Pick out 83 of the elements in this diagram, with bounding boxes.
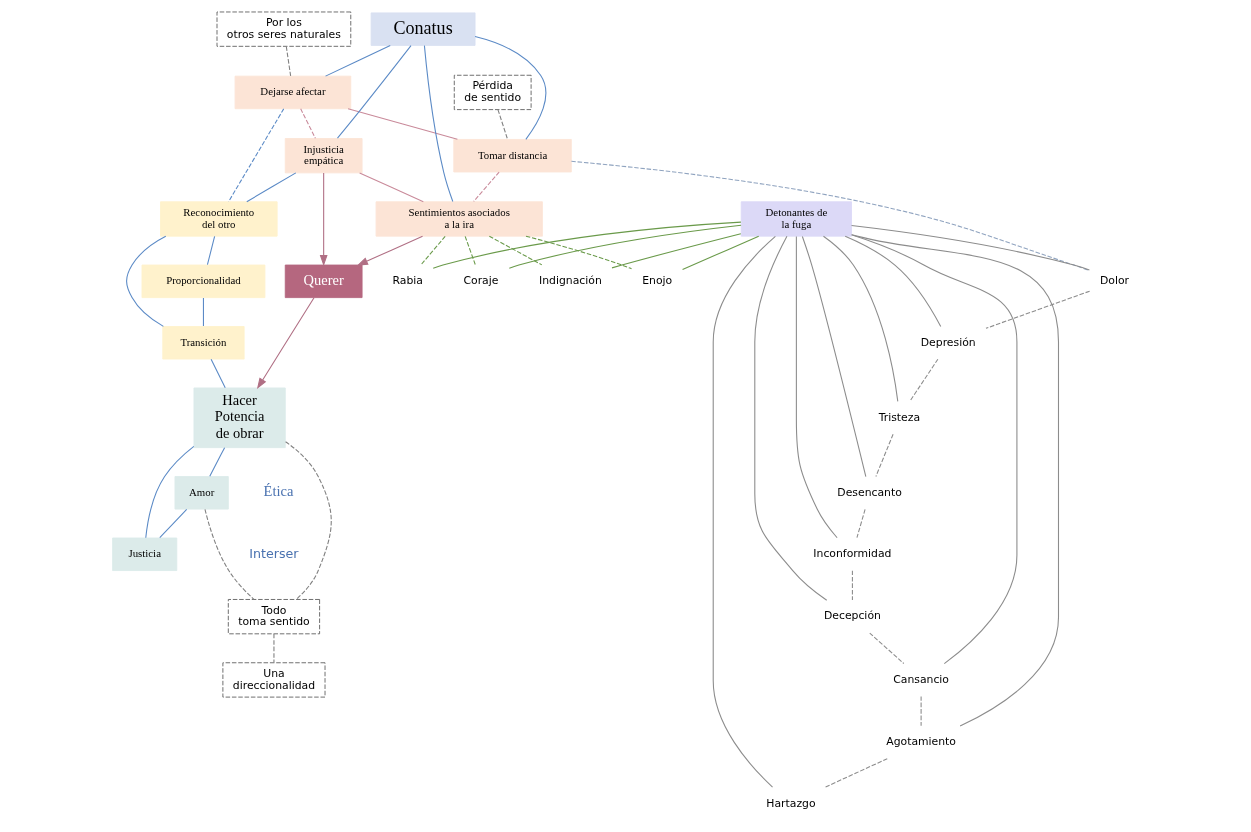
node-box: Injusticia empática bbox=[284, 138, 363, 174]
node-text: Desencanto bbox=[836, 485, 902, 499]
connector bbox=[324, 45, 391, 77]
node-box: Pérdida de sentido bbox=[453, 74, 532, 111]
connector bbox=[464, 235, 476, 266]
connector bbox=[432, 221, 741, 269]
node-box: Sentimientos asociados a la ira bbox=[375, 201, 543, 237]
node-box: Dejarse afectar bbox=[234, 75, 351, 110]
connector bbox=[203, 508, 254, 600]
node-text: Depresión bbox=[920, 335, 976, 349]
node-text: Tristeza bbox=[878, 410, 920, 424]
node-text: Enojo bbox=[641, 274, 672, 288]
connector bbox=[508, 224, 742, 269]
connector bbox=[210, 358, 226, 389]
connector bbox=[245, 172, 296, 203]
connector bbox=[681, 235, 759, 270]
connector bbox=[851, 570, 853, 601]
node-box: Detonantes de la fuga bbox=[740, 201, 852, 237]
node-box: Reconocimiento del otro bbox=[159, 201, 278, 237]
node-box: Hacer Potencia de obrar bbox=[193, 387, 286, 449]
connector bbox=[285, 46, 291, 77]
connector bbox=[208, 447, 225, 477]
label: Ética bbox=[263, 483, 293, 500]
connector bbox=[855, 508, 866, 539]
connector bbox=[272, 633, 274, 664]
node-box: Proporcionalidad bbox=[141, 264, 265, 299]
connector bbox=[284, 441, 332, 600]
label: Interser bbox=[248, 545, 299, 561]
connector bbox=[125, 235, 166, 327]
connector bbox=[299, 108, 316, 139]
node-text: Inconformidad bbox=[812, 547, 891, 561]
connector bbox=[908, 358, 938, 402]
connector bbox=[347, 108, 458, 140]
connector bbox=[801, 235, 866, 478]
connector bbox=[524, 235, 632, 270]
arrow bbox=[356, 235, 423, 266]
connector bbox=[158, 508, 187, 539]
connector bbox=[474, 36, 546, 140]
connector bbox=[570, 160, 1090, 272]
arrow bbox=[319, 172, 328, 267]
connector bbox=[202, 297, 204, 327]
node-text: Cansancio bbox=[892, 672, 949, 686]
connector bbox=[496, 109, 508, 140]
connector bbox=[423, 45, 453, 203]
connector bbox=[850, 225, 1090, 271]
connector bbox=[610, 233, 741, 269]
connector bbox=[712, 235, 776, 788]
node-box: Por los otros seres naturales bbox=[216, 11, 351, 47]
node-box: Tomar distancia bbox=[452, 138, 572, 173]
node-text: Agotamiento bbox=[885, 735, 956, 749]
connector bbox=[984, 290, 1090, 329]
connector bbox=[874, 433, 894, 477]
connector bbox=[488, 235, 542, 266]
node-box: Conatus bbox=[370, 12, 475, 46]
connector bbox=[144, 445, 194, 539]
connector bbox=[795, 235, 838, 539]
connector bbox=[844, 235, 941, 328]
connector bbox=[336, 45, 412, 139]
connector bbox=[227, 108, 284, 203]
arrow bbox=[256, 297, 315, 390]
node-text: Dolor bbox=[1099, 274, 1129, 288]
connector bbox=[472, 171, 500, 202]
node-box: Todo toma sentido bbox=[227, 599, 320, 635]
node-text: Coraje bbox=[462, 274, 498, 288]
connector bbox=[206, 235, 215, 266]
node-text: Hartazgo bbox=[765, 796, 816, 810]
connector bbox=[823, 758, 888, 788]
node-box: Transición bbox=[161, 326, 245, 360]
node-box: Querer bbox=[284, 264, 363, 299]
connector bbox=[753, 235, 827, 601]
connector bbox=[920, 695, 922, 727]
connector bbox=[850, 234, 1017, 665]
node-text: Rabia bbox=[391, 274, 423, 288]
connector bbox=[358, 172, 424, 203]
node-box: Una direccionalidad bbox=[221, 662, 325, 698]
connector bbox=[822, 235, 898, 402]
node-text: Decepción bbox=[823, 609, 881, 623]
connector bbox=[420, 235, 446, 266]
node-box: Amor bbox=[174, 476, 229, 510]
connector bbox=[850, 234, 1059, 727]
node-text: Indignación bbox=[538, 274, 602, 288]
node-box: Justicia bbox=[111, 537, 177, 571]
connector bbox=[868, 632, 904, 665]
